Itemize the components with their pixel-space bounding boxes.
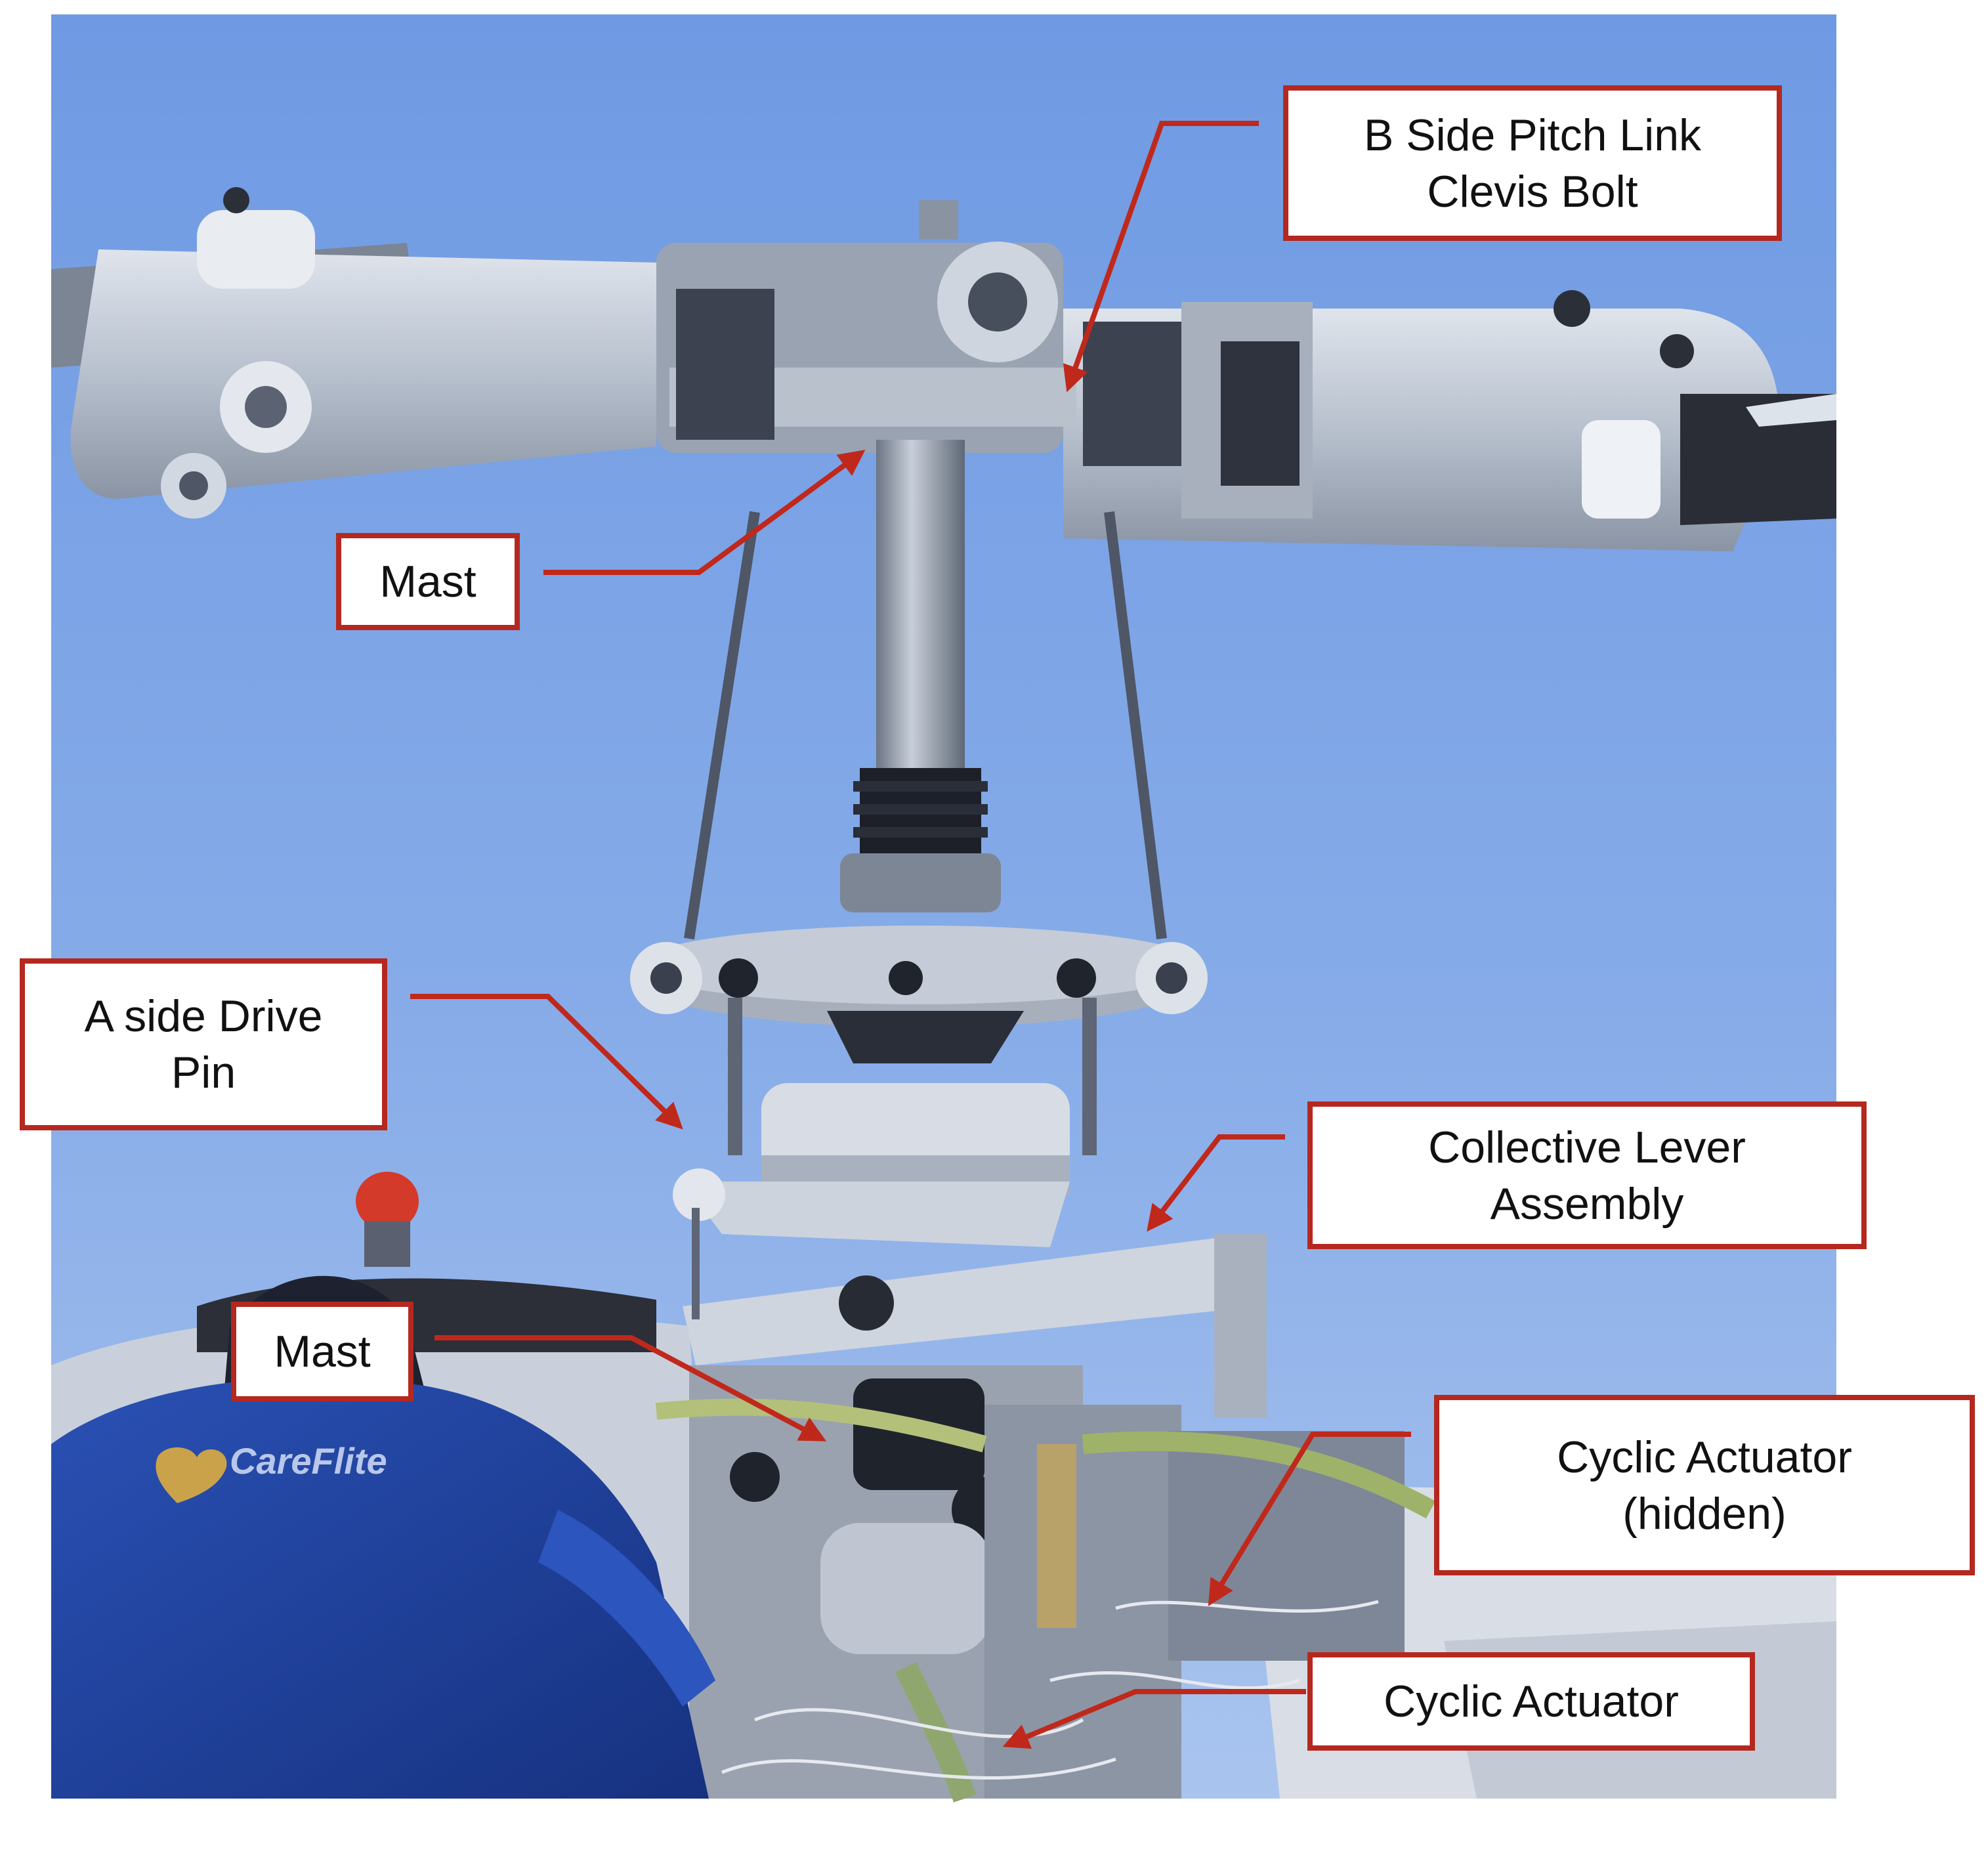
arrow-mast-lower (434, 1335, 827, 1441)
callout-text-line2: (hidden) (1622, 1488, 1787, 1539)
arrow-a-side-drive-pin (410, 994, 683, 1130)
pitch-link-a (684, 511, 760, 940)
callout-a-side-drive-pin: A side Drive Pin (20, 958, 387, 1130)
arrow-cyclic-actuator (1002, 1689, 1306, 1749)
callout-mast-lower: Mast (231, 1302, 413, 1401)
pitch-link-b (1104, 511, 1167, 939)
callout-text-line2: Clevis Bolt (1427, 166, 1638, 217)
arrow-mast-upper (543, 450, 866, 575)
mast (876, 440, 965, 781)
callout-text-line1: Collective Lever (1428, 1122, 1746, 1172)
beacon-light (356, 1172, 419, 1231)
callout-collective-lever: Collective Lever Assembly (1307, 1101, 1867, 1249)
rotor-hub (51, 187, 1836, 551)
jacket-logo: CareFlite (230, 1440, 387, 1482)
callout-text-line1: Cyclic Actuator (1384, 1676, 1679, 1726)
callout-cyclic-actuator: Cyclic Actuator (1307, 1652, 1755, 1751)
callout-text-line2: Pin (171, 1048, 236, 1098)
callout-text-line1: Mast (379, 557, 476, 607)
leader-lines (410, 121, 1411, 1749)
callout-text-line1: Mast (274, 1327, 371, 1377)
swashplate (630, 926, 1208, 1195)
callout-mast-upper: Mast (336, 533, 520, 630)
arrow-collective-lever (1147, 1134, 1285, 1232)
arrow-cyclic-actuator-hidden (1208, 1432, 1411, 1606)
callout-text-line1: A side Drive (84, 991, 323, 1041)
callout-text-line1: B Side Pitch Link (1363, 110, 1702, 160)
callout-text-line1: Cyclic Actuator (1557, 1432, 1852, 1482)
collective-lever (673, 1168, 1267, 1418)
callout-cyclic-actuator-hidden: Cyclic Actuator (hidden) (1434, 1395, 1975, 1575)
callout-b-side-pitch-link: B Side Pitch Link Clevis Bolt (1283, 85, 1782, 241)
arrow-b-side-pitch-link (1063, 121, 1259, 393)
callout-text-line2: Assembly (1490, 1178, 1684, 1229)
